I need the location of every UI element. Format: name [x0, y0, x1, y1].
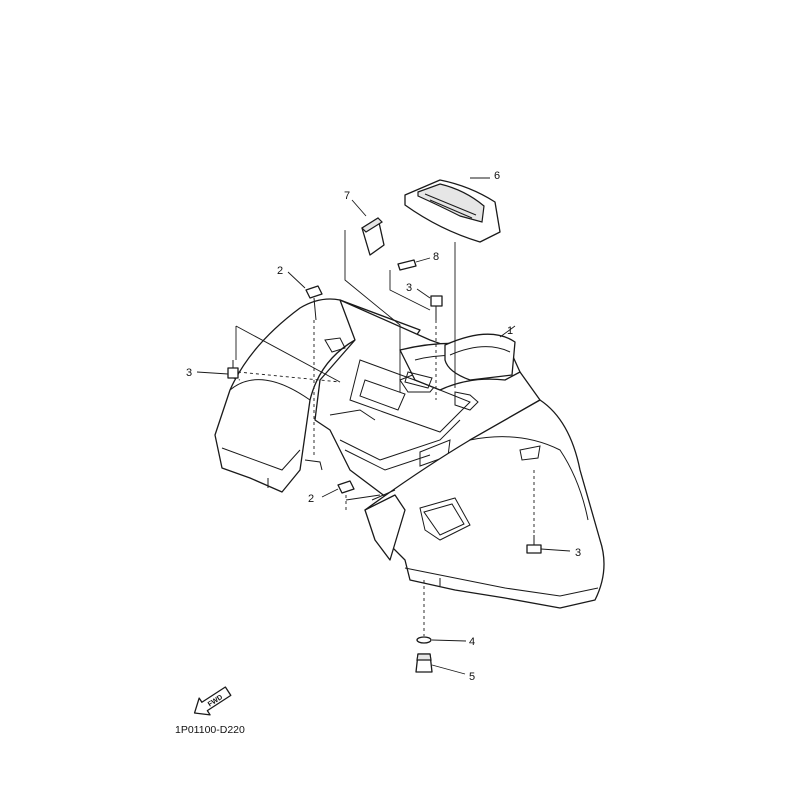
callout-3-upper: 3 [406, 282, 412, 294]
nut-part [415, 653, 433, 673]
callout-5: 5 [469, 671, 475, 683]
screw-upper [430, 295, 443, 320]
clip-part [397, 259, 417, 271]
callout-2-lower: 2 [308, 493, 314, 505]
callout-leaders [196, 177, 571, 675]
damper-part [361, 217, 385, 256]
screw-right [526, 535, 542, 554]
bolt-upper [305, 285, 323, 321]
bolt-lower [337, 480, 355, 494]
rear-fender [214, 298, 605, 609]
reference-lines [235, 230, 456, 501]
washer-part [416, 636, 432, 644]
callout-1: 1 [507, 325, 513, 337]
screw-left [227, 360, 239, 379]
callout-3-left: 3 [186, 367, 192, 379]
lid-emblem-part [404, 179, 501, 243]
callout-2-upper: 2 [277, 265, 283, 277]
diagram-code: 1P01100-D220 [175, 724, 245, 736]
callout-3-right: 3 [575, 547, 581, 559]
fwd-label: FWD [207, 694, 224, 709]
callouts: 1 2 2 3 3 3 4 5 6 7 8 [186, 170, 581, 683]
callout-4: 4 [469, 636, 475, 648]
callout-6: 6 [494, 170, 500, 182]
callout-8: 8 [433, 251, 439, 263]
fwd-arrow: FWD [193, 686, 232, 716]
assembly-lines [232, 320, 535, 636]
callout-7: 7 [344, 190, 350, 202]
